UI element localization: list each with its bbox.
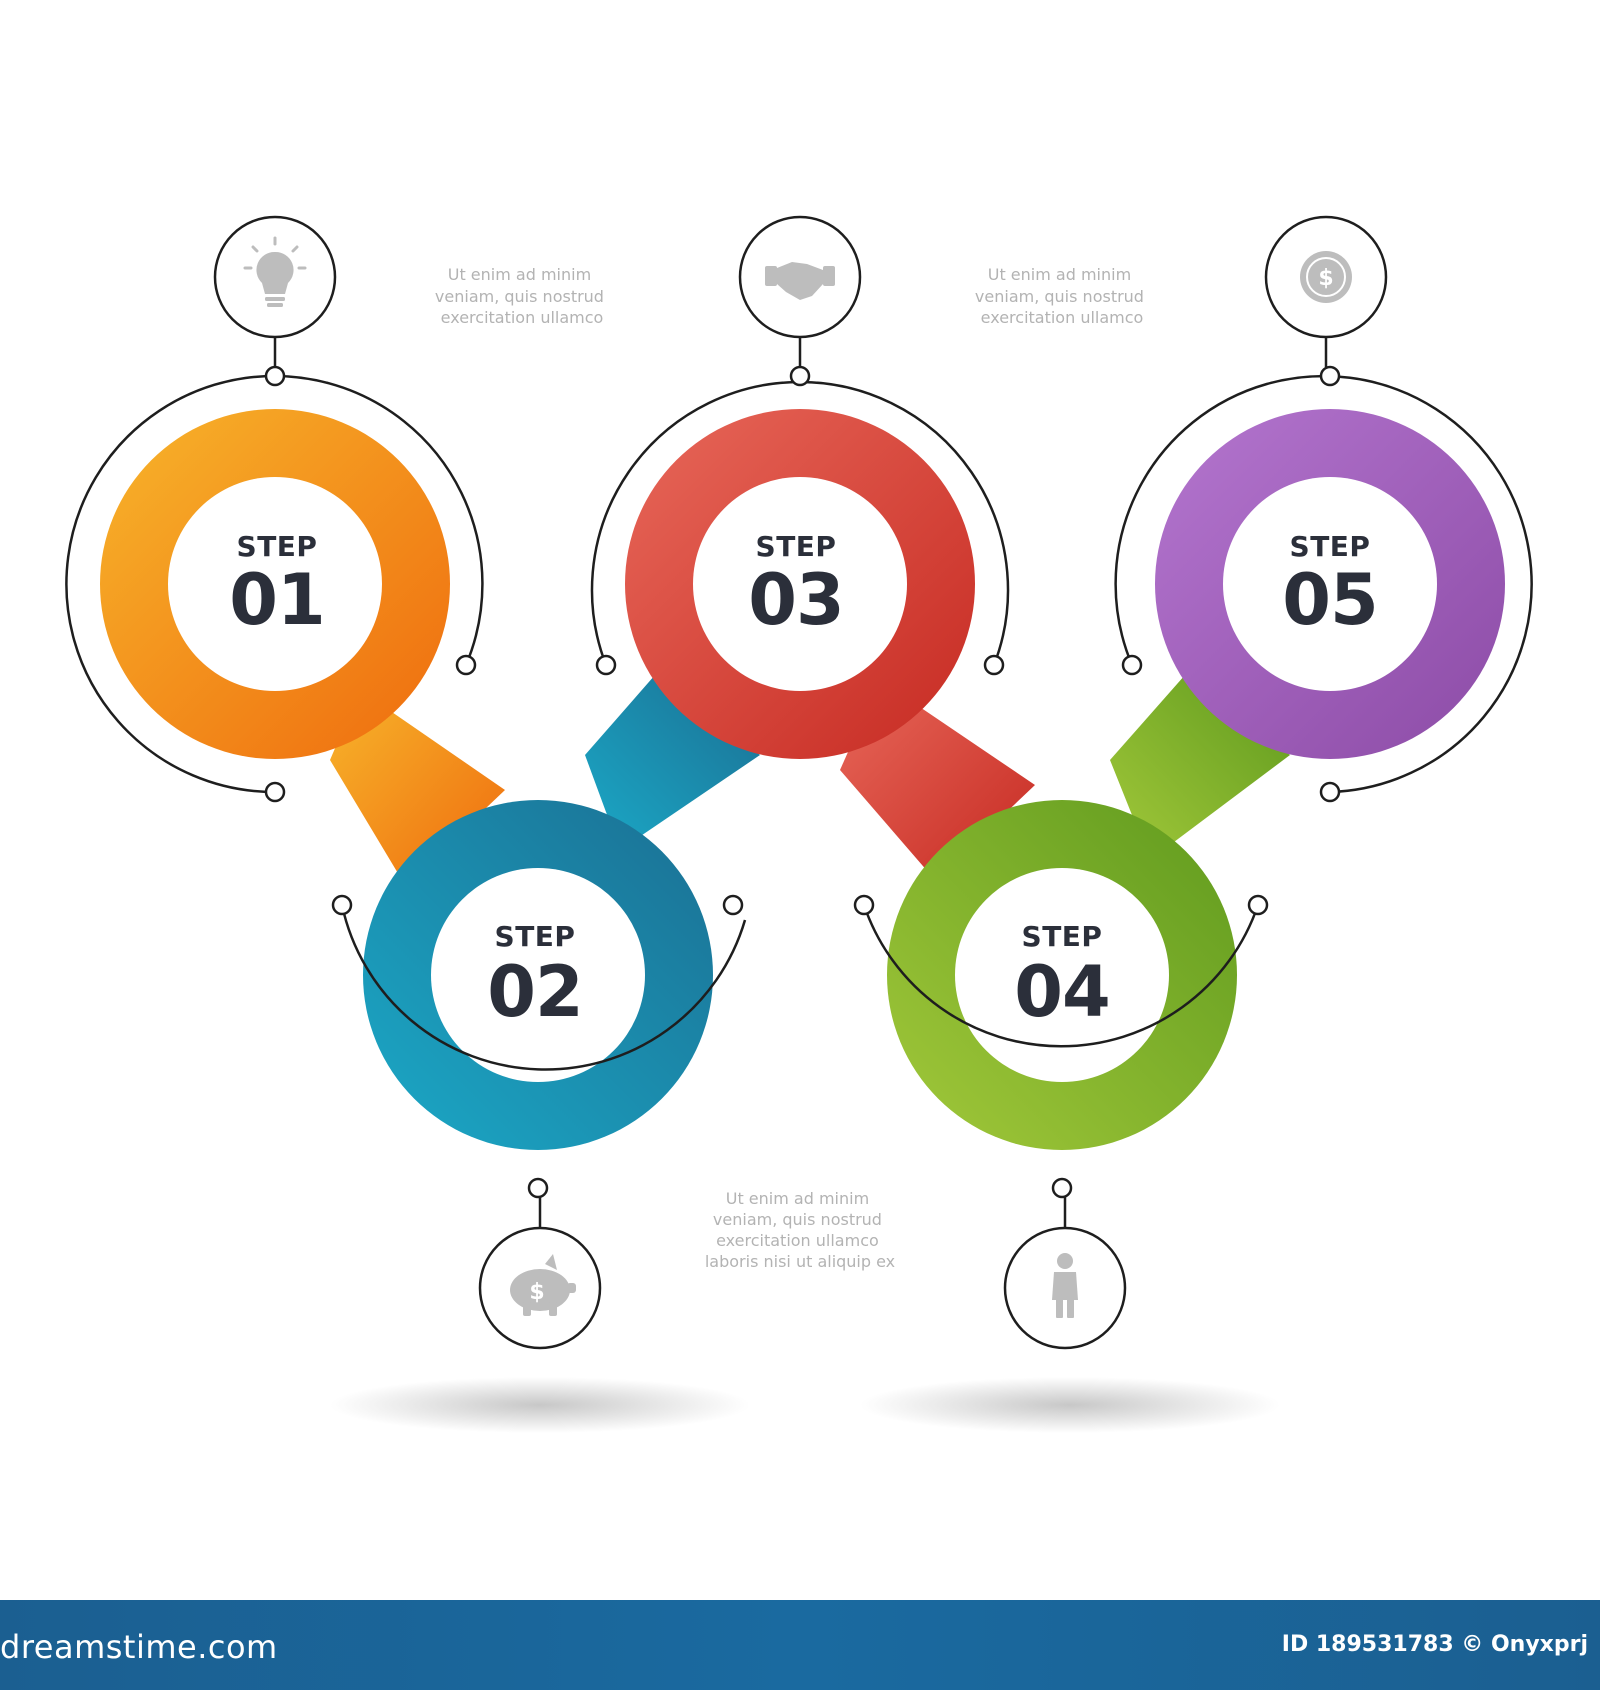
step-02-word: STEP: [495, 920, 576, 953]
step-01-label: STEP 01: [229, 530, 325, 641]
node-dot: [455, 654, 477, 676]
step-04-label: STEP 04: [1014, 920, 1110, 1033]
node-dot: [1319, 781, 1341, 803]
node-dot: [983, 654, 1005, 676]
step-05-disc: [1155, 409, 1505, 759]
lightbulb-icon: [243, 236, 307, 307]
outline-arc-01: [65, 374, 484, 794]
caption-line: laboris nisi ut aliquip ex: [705, 1252, 895, 1271]
five-step-diagram: STEP 01 STEP 02 STEP 03 STEP 04 STEP 05: [65, 215, 1533, 1433]
step-03-label: STEP 03: [748, 530, 844, 641]
node-dot: [1319, 365, 1341, 387]
step-02-label: STEP 02: [487, 920, 583, 1033]
svg-text:$: $: [1318, 266, 1333, 291]
caption-line: exercitation ullamco: [716, 1231, 879, 1250]
caption-line: veniam, quis nostrud: [975, 287, 1144, 306]
step-01-word: STEP: [237, 530, 318, 563]
step-02-number: 02: [487, 951, 582, 1033]
watermark-footer-bar: dreamstime.com ID 189531783 © Onyxprj: [0, 1600, 1600, 1690]
node-dot: [1051, 1177, 1073, 1199]
businessman-icon: [1052, 1253, 1078, 1318]
node-dot: [1247, 894, 1269, 916]
step-03-word: STEP: [756, 530, 837, 563]
footer-brand-logo: dreamstime.com: [0, 1628, 278, 1666]
node-dot: [264, 365, 286, 387]
caption-line: Ut enim ad minim: [726, 1189, 869, 1208]
step-03-disc: [625, 409, 975, 759]
step-05-word: STEP: [1290, 530, 1371, 563]
caption-block-2: Ut enim ad minim veniam, quis nostrud ex…: [975, 265, 1149, 327]
node-dot: [527, 1177, 549, 1199]
caption-line: veniam, quis nostrud: [435, 287, 604, 306]
node-dot: [595, 654, 617, 676]
handshake-icon: [765, 262, 835, 300]
step-02-disc: [363, 800, 713, 1150]
node-dot: [722, 894, 744, 916]
caption-block-3: Ut enim ad minim veniam, quis nostrud ex…: [705, 1189, 895, 1271]
floor-shadow-left: [330, 1377, 750, 1433]
caption-block-1: Ut enim ad minim veniam, quis nostrud ex…: [435, 265, 609, 327]
step-04-number: 04: [1014, 951, 1109, 1033]
footer-image-id: ID 189531783 © Onyxprj: [1281, 1632, 1588, 1657]
floor-shadow-right: [860, 1377, 1280, 1433]
step-04-word: STEP: [1022, 920, 1103, 953]
ribbon-02-03: [585, 675, 760, 850]
piggy-bank-icon: $: [510, 1254, 576, 1316]
outline-arc-05: [1114, 374, 1533, 794]
outline-arc-02: [340, 904, 747, 1071]
step-01-number: 01: [229, 559, 324, 641]
svg-text:$: $: [529, 1280, 544, 1305]
caption-line: Ut enim ad minim: [448, 265, 591, 284]
step-05-label: STEP 05: [1282, 530, 1378, 641]
node-dot: [1121, 654, 1143, 676]
node-dot: [789, 365, 811, 387]
caption-line: exercitation ullamco: [441, 308, 604, 327]
step-05-number: 05: [1282, 559, 1377, 641]
node-dot: [853, 894, 875, 916]
step-04-disc: [887, 800, 1237, 1150]
caption-line: exercitation ullamco: [981, 308, 1144, 327]
node-dot: [331, 894, 353, 916]
step-03-number: 03: [748, 559, 843, 641]
caption-line: veniam, quis nostrud: [713, 1210, 882, 1229]
node-dot: [264, 781, 286, 803]
caption-line: Ut enim ad minim: [988, 265, 1131, 284]
step-01-disc: [100, 409, 450, 759]
dollar-coin-icon: $: [1300, 251, 1352, 303]
ribbon-01-02: [330, 690, 505, 885]
outline-arc-04: [862, 904, 1260, 1048]
